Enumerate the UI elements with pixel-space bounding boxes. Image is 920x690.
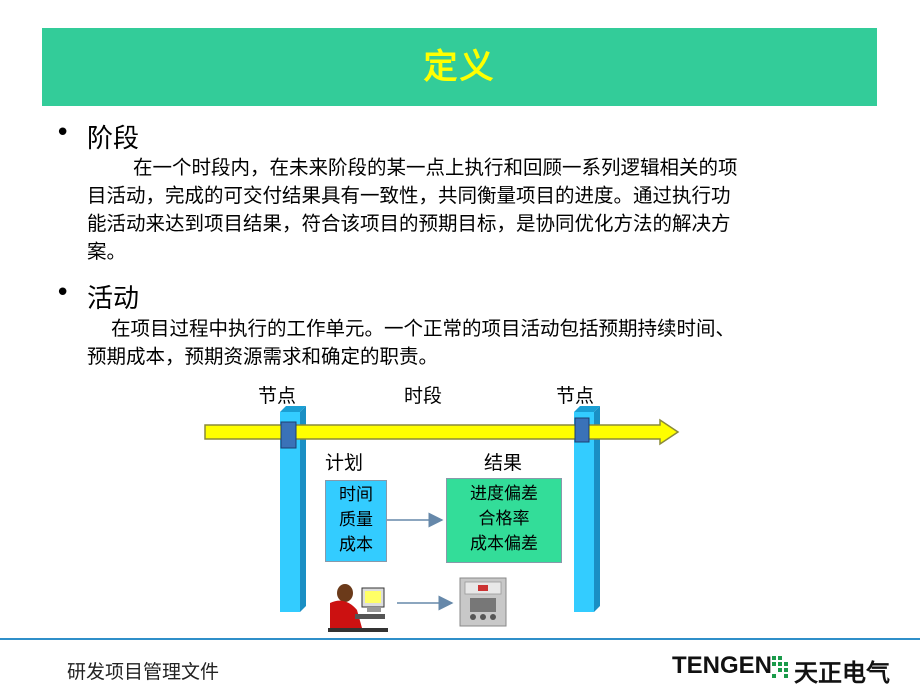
title-bar: 定义 — [42, 28, 877, 106]
stage-line-1: 在一个时段内，在未来阶段的某一点上执行和回顾一系列逻辑相关的项 — [133, 156, 738, 179]
logo-text-cn: 天正电气 — [794, 659, 890, 687]
node-marker-right — [574, 417, 590, 443]
activity-paragraph: 在项目过程中执行的工作单元。一个正常的项目活动包括预期持续时间、 预期成本，预期… — [87, 315, 877, 371]
stage-line-3: 能活动来达到项目结果，符合该项目的预期目标，是协同优化方法的解决方 — [87, 212, 731, 235]
activity-line-2: 预期成本，预期资源需求和确定的职责。 — [87, 345, 439, 368]
product-device-icon — [459, 577, 507, 627]
plan-item-quality: 质量 — [339, 510, 373, 530]
node-pillar-right — [574, 406, 600, 612]
node-right-label: 节点 — [556, 385, 595, 407]
timeline-arrow — [204, 418, 680, 446]
stage-paragraph: 在一个时段内，在未来阶段的某一点上执行和回顾一系列逻辑相关的项 目活动，完成的可… — [87, 154, 877, 266]
bullet-heading-stage: 阶段 — [87, 124, 140, 154]
result-item-pass-rate: 合格率 — [478, 509, 530, 529]
bullet-stage: • 阶段 — [55, 118, 139, 154]
node-left-label: 节点 — [258, 385, 297, 407]
node-marker-left — [280, 421, 297, 449]
plan-box: 时间 质量 成本 — [325, 480, 387, 562]
result-box: 进度偏差 合格率 成本偏差 — [446, 478, 562, 563]
activity-line-1: 在项目过程中执行的工作单元。一个正常的项目活动包括预期持续时间、 — [111, 317, 736, 340]
plan-item-time: 时间 — [339, 485, 373, 505]
worker-at-computer-icon — [328, 584, 388, 632]
footer-rule — [0, 638, 920, 640]
plan-label: 计划 — [325, 452, 364, 474]
bullet-marker: • — [55, 278, 71, 308]
footer-document-label: 研发项目管理文件 — [67, 662, 220, 683]
result-item-cost-variance: 成本偏差 — [470, 534, 538, 554]
node-pillar-left — [280, 406, 306, 612]
logo-mark-icon — [772, 656, 788, 678]
bullet-activity: • 活动 — [55, 278, 139, 314]
plan-item-cost: 成本 — [339, 535, 373, 555]
logo-text-en: TENGEN — [672, 652, 773, 679]
result-label: 结果 — [484, 452, 523, 474]
stage-line-4: 案。 — [87, 240, 127, 263]
bullet-heading-activity: 活动 — [87, 284, 140, 314]
result-item-schedule-variance: 进度偏差 — [470, 484, 538, 504]
bullet-marker: • — [55, 118, 71, 148]
period-label: 时段 — [404, 385, 443, 407]
slide-title: 定义 — [423, 47, 496, 87]
stage-line-2: 目活动，完成的可交付结果具有一致性，共同衡量项目的进度。通过执行功 — [87, 184, 731, 207]
